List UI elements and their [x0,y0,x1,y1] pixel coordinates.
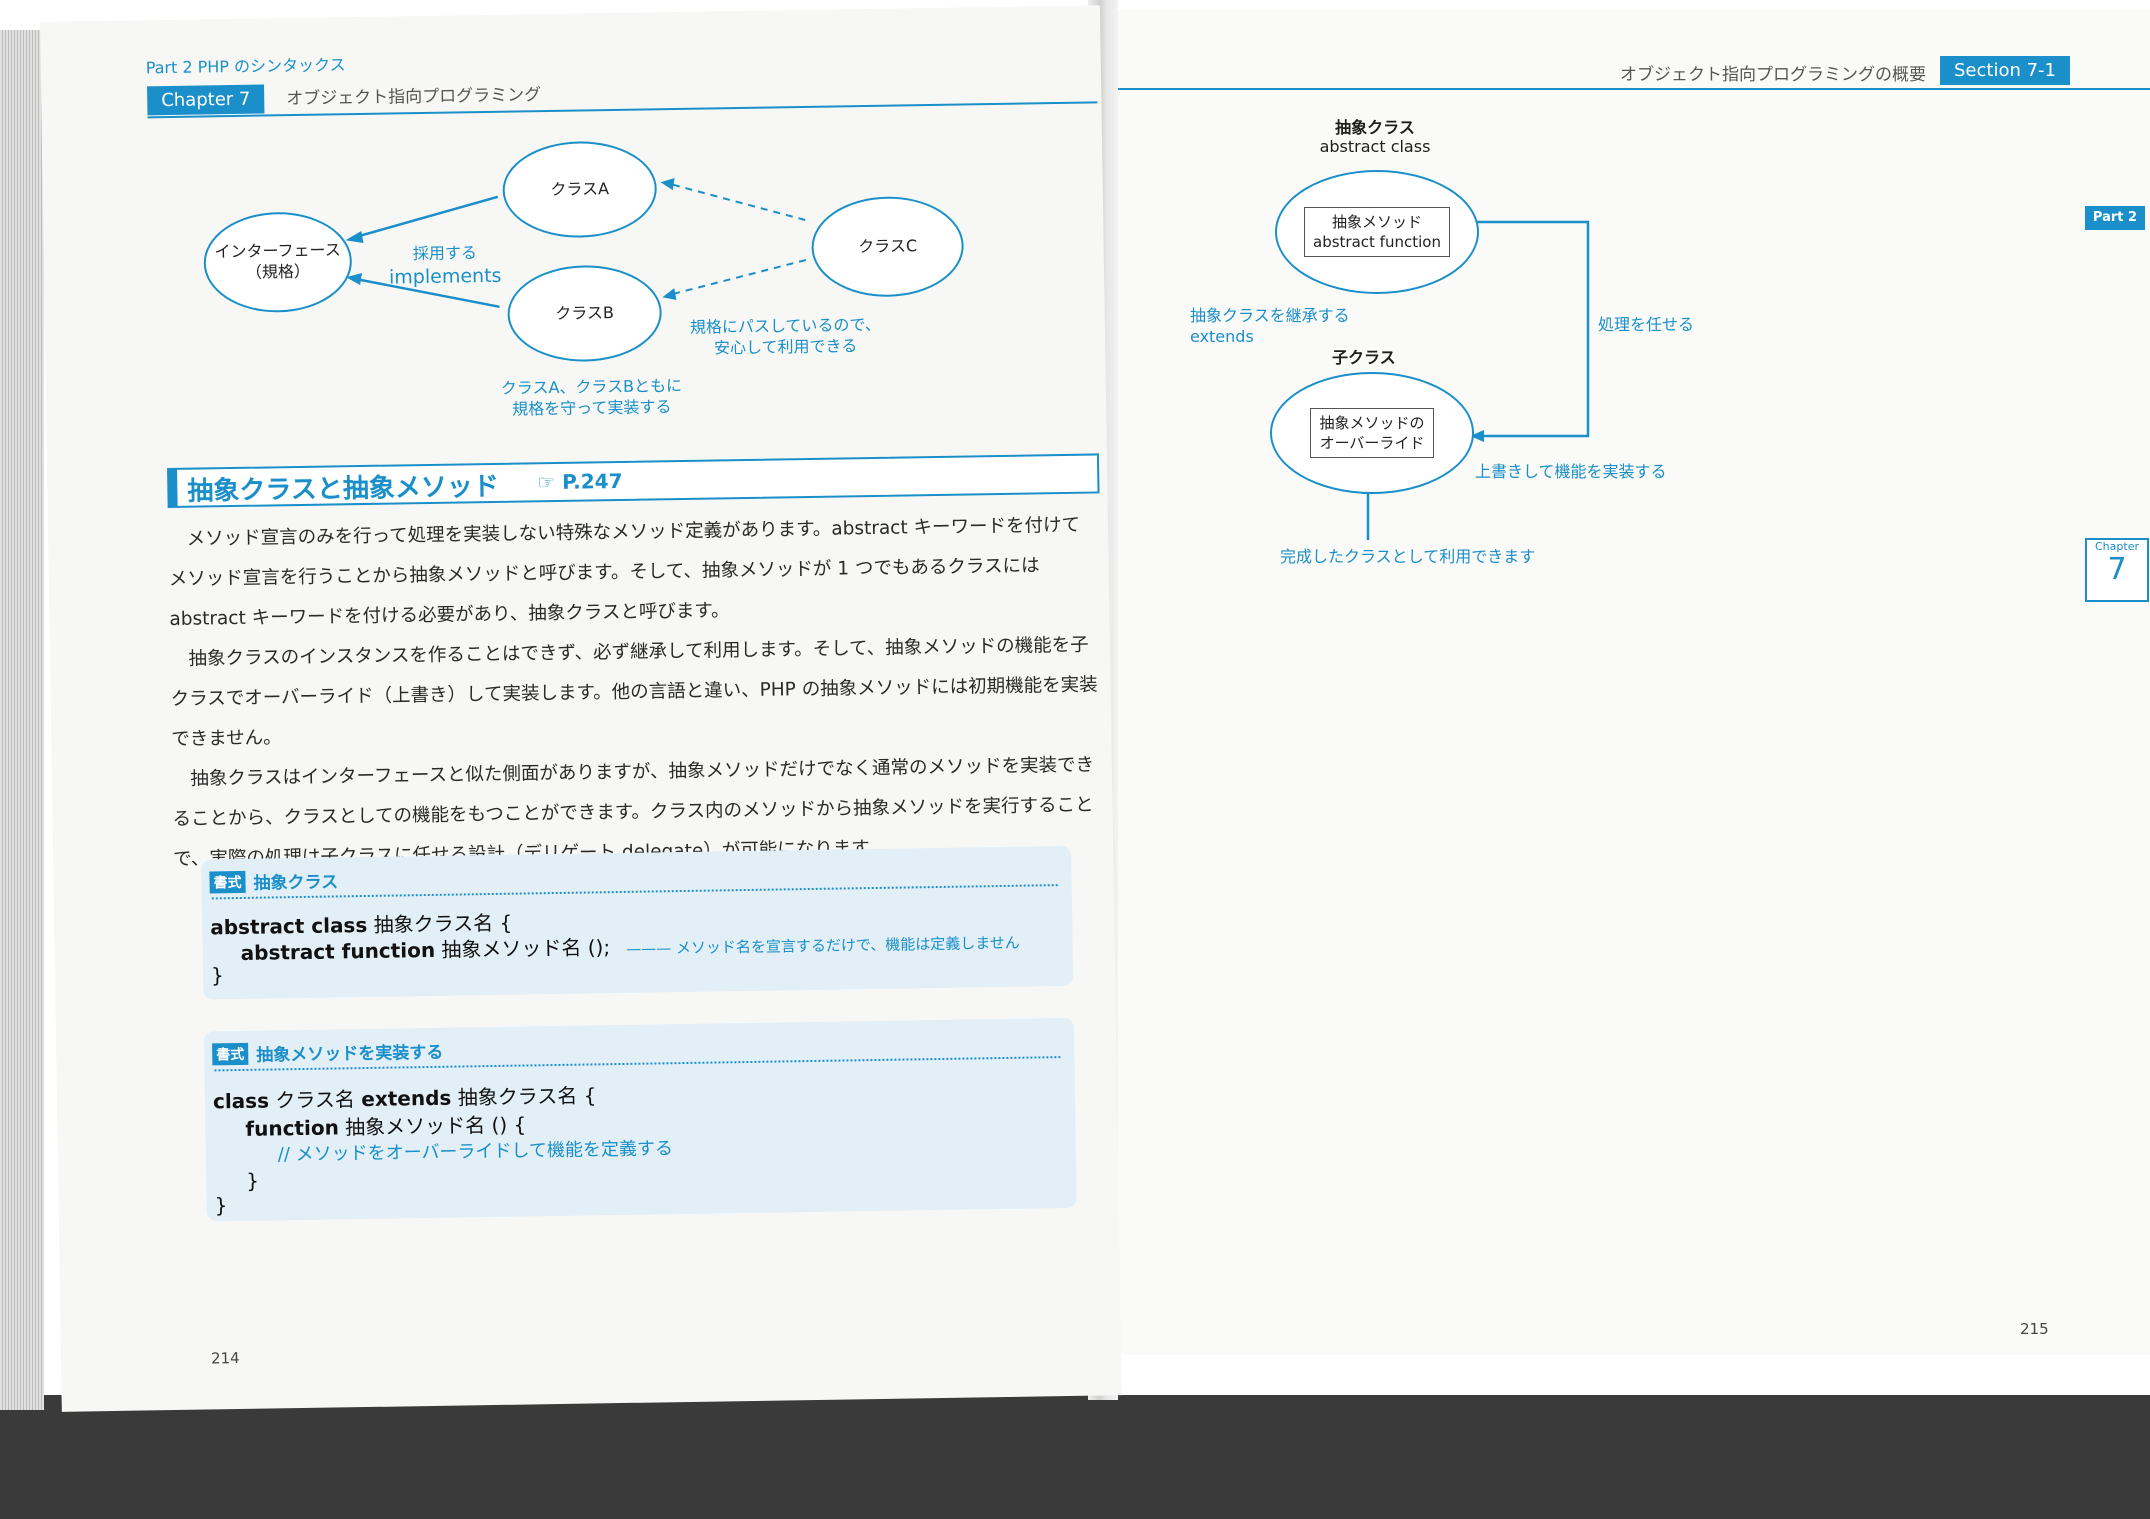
code2-method-name: 抽象メソッド名 () { [338,1112,527,1140]
code1-note: ——— メソッド名を宣言するだけで、機能は定義しません [626,933,1020,958]
syntax-tag: 書式 [209,870,246,893]
running-header-title: オブジェクト指向プログラミングの概要 [1620,65,1926,85]
code2-parent-name: 抽象クラス名 { [451,1083,597,1110]
syntax-box-2-header: 書式 抽象メソッドを実装する [212,1038,443,1067]
code1-line2-keyword: abstract function [240,937,436,965]
left-page: Part 2 PHP のシンタックス Chapter 7 オブジェクト指向プログ… [40,5,1122,1412]
child-class-ellipse: 抽象メソッドの オーバーライド [1270,372,1474,494]
override-box: 抽象メソッドの オーバーライド [1310,407,1434,459]
bottom-line1: クラスA、クラスBともに [500,375,683,398]
section-title: 抽象クラスと抽象メソッド [187,471,500,507]
section-label: Section 7-1 [1940,56,2070,85]
side-chapter-number: 7 [2107,552,2127,587]
header-rule [1100,88,2150,90]
abstract-class-caption: 抽象クラス abstract class [1305,118,1445,156]
implements-label: 採用する implements [389,243,502,290]
pass-line2: 安心して利用できる [713,336,858,358]
abstract-class-ellipse: 抽象メソッド abstract function [1275,170,1479,294]
implements-keyword: implements [388,264,502,289]
interface-line2: （規格） [245,261,311,282]
code2-class-keyword: class [212,1088,270,1114]
bottom-line2: 規格を守って実装する [512,396,672,419]
abstract-method-jp: 抽象メソッド [1331,212,1422,231]
bottom-label: クラスA、クラスBともに 規格を守って実装する [501,376,683,420]
code2-line5: } [214,1193,228,1218]
code1-note-text: メソッド名を宣言するだけで、機能は定義しません [675,933,1020,958]
side-chapter-tab: Chapter 7 [2085,538,2149,602]
paragraph-2: 抽象クラスのインスタンスを作ることはできず、必ず継承して利用します。そして、抽象… [170,634,1098,751]
code1-line3: } [210,963,224,988]
right-page: オブジェクト指向プログラミングの概要 Section 7-1 Part 2 Ch… [1100,10,2150,1355]
section-page-ref: ☞ P.247 [537,468,623,495]
abstract-method-en: abstract function [1313,233,1441,251]
code2-class-name: クラス名 [268,1087,362,1113]
code1-line2-rest: 抽象メソッド名 (); [434,935,611,962]
page-edges [0,30,44,1410]
delegate-label: 処理を任せる [1598,315,1695,334]
syntax-box-1-header: 書式 抽象クラス [209,867,338,894]
abstract-method-box: 抽象メソッド abstract function [1304,206,1450,258]
syntax-box-1-title: 抽象クラス [253,872,339,894]
page-number-right: 215 [2020,1320,2049,1338]
inherit-label-line2: extends [1190,326,1254,346]
abstract-class-jp: 抽象クラス [1335,118,1415,137]
pass-line1: 規格にパスしているので、 [689,314,881,337]
code2-comment: // メソッドをオーバーライドして機能を定義する [277,1138,674,1166]
implement-label: 上書きして機能を実装する [1475,462,1667,481]
page-number-left: 214 [210,1349,240,1368]
code2-function-keyword: function [245,1115,340,1141]
interface-diagram-arrows [345,178,807,309]
inherit-label: 抽象クラスを継承する extends [1190,306,1350,348]
override-line2: オーバーライド [1319,434,1425,452]
pass-label: 規格にパスしているので、 安心して利用できる [690,315,882,360]
code2-line1: class クラス名 extends 抽象クラス名 { [213,1079,597,1114]
body-text: メソッド宣言のみを行って処理を実装しない特殊なメソッド定義があります。abstr… [168,505,1104,880]
adopt-label: 採用する [412,243,478,264]
inherit-label-line1: 抽象クラスを継承する [1190,306,1350,325]
syntax-box-2-title: 抽象メソッドを実装する [256,1042,444,1066]
syntax-box-abstract-class: 書式 抽象クラス abstract class 抽象クラス名 { abstrac… [201,845,1074,1000]
child-class-caption: 子クラス [1332,348,1396,367]
complete-label: 完成したクラスとして利用できます [1280,547,1536,566]
section-heading: 抽象クラスと抽象メソッド ☞ P.247 [167,453,1100,509]
override-line1: 抽象メソッドの [1319,413,1425,432]
scanner-background [0,1395,2150,1519]
interface-line1: インターフェース [214,240,341,262]
syntax-tag: 書式 [212,1042,249,1065]
side-part-tab: Part 2 [2085,206,2145,230]
abstract-class-en: abstract class [1319,137,1431,157]
code2-line4: } [246,1168,260,1193]
side-chapter-label: Chapter [2095,540,2139,553]
paragraph-1: メソッド宣言のみを行って処理を実装しない特殊なメソッド定義があります。abstr… [168,514,1081,631]
syntax-box-implement: 書式 抽象メソッドを実装する class クラス名 extends 抽象クラス名… [203,1017,1077,1222]
code2-extends-keyword: extends [361,1085,452,1112]
